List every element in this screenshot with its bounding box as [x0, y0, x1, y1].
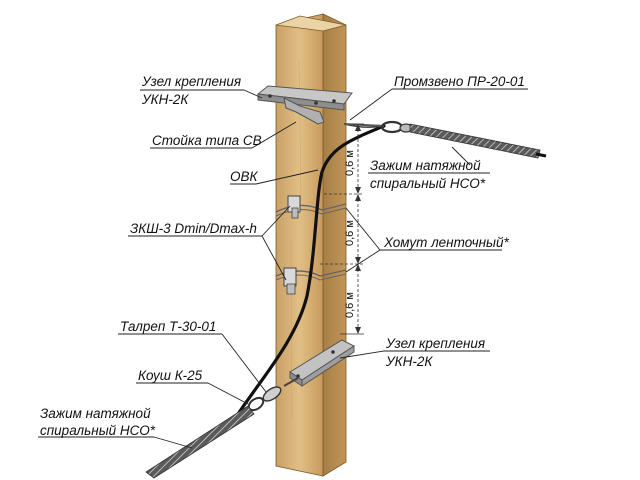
label-lower-tension-clamp-line2: спиральный НСО* — [40, 423, 156, 438]
label-top-mount-unit-line2: УКН-2К — [141, 92, 189, 107]
callout-labels: Узел крепления УКН-2К Промзвено ПР-20-01… — [40, 74, 525, 438]
label-band-strap: Хомут ленточный* — [383, 235, 509, 250]
callout-leaders — [38, 88, 528, 449]
top-mount-bracket — [256, 85, 353, 125]
label-thimble: Коуш К-25 — [138, 368, 203, 383]
label-bottom-mount-unit-line2: УКН-2К — [385, 354, 433, 369]
pole-top-face — [275, 15, 347, 32]
label-pole-type: Стойка типа СВ — [152, 133, 262, 148]
label-bottom-mount-unit-line1: Узел крепления — [385, 336, 485, 351]
lower-spiral-clamp — [145, 405, 255, 479]
label-cable-ovk: ОВК — [230, 169, 259, 184]
label-upper-tension-clamp-line1: Зажим натяжной — [370, 158, 481, 173]
label-cable-clamp: ЗКШ-3 Dmin/Dmax-h — [130, 221, 257, 236]
clamp-upper — [275, 195, 347, 219]
wooden-pole — [275, 13, 347, 477]
label-turnbuckle: Талреп Т-30-01 — [120, 319, 216, 334]
upper-tension-assembly — [343, 120, 547, 159]
lower-tension-assembly — [145, 377, 299, 479]
label-top-mount-unit-line1: Узел крепления — [141, 74, 241, 89]
pole-side-face — [322, 13, 347, 477]
optical-cable-line — [236, 124, 386, 416]
bottom-mount-bracket — [289, 339, 356, 387]
label-upper-tension-clamp-line2: спиральный НСО* — [370, 176, 486, 191]
dimension-markers: 0,6 м 0,6 м 0,6 м — [320, 123, 364, 335]
clamp-lower — [275, 267, 347, 295]
label-lower-tension-clamp-line1: Зажим натяжной — [40, 406, 151, 421]
dimension-label-1: 0,6 м — [344, 150, 356, 176]
dimension-label-3: 0,6 м — [344, 292, 356, 318]
dimension-label-2: 0,6 м — [344, 220, 356, 246]
label-promzveno: Промзвено ПР-20-01 — [394, 74, 525, 89]
upper-spiral-clamp — [409, 123, 541, 159]
